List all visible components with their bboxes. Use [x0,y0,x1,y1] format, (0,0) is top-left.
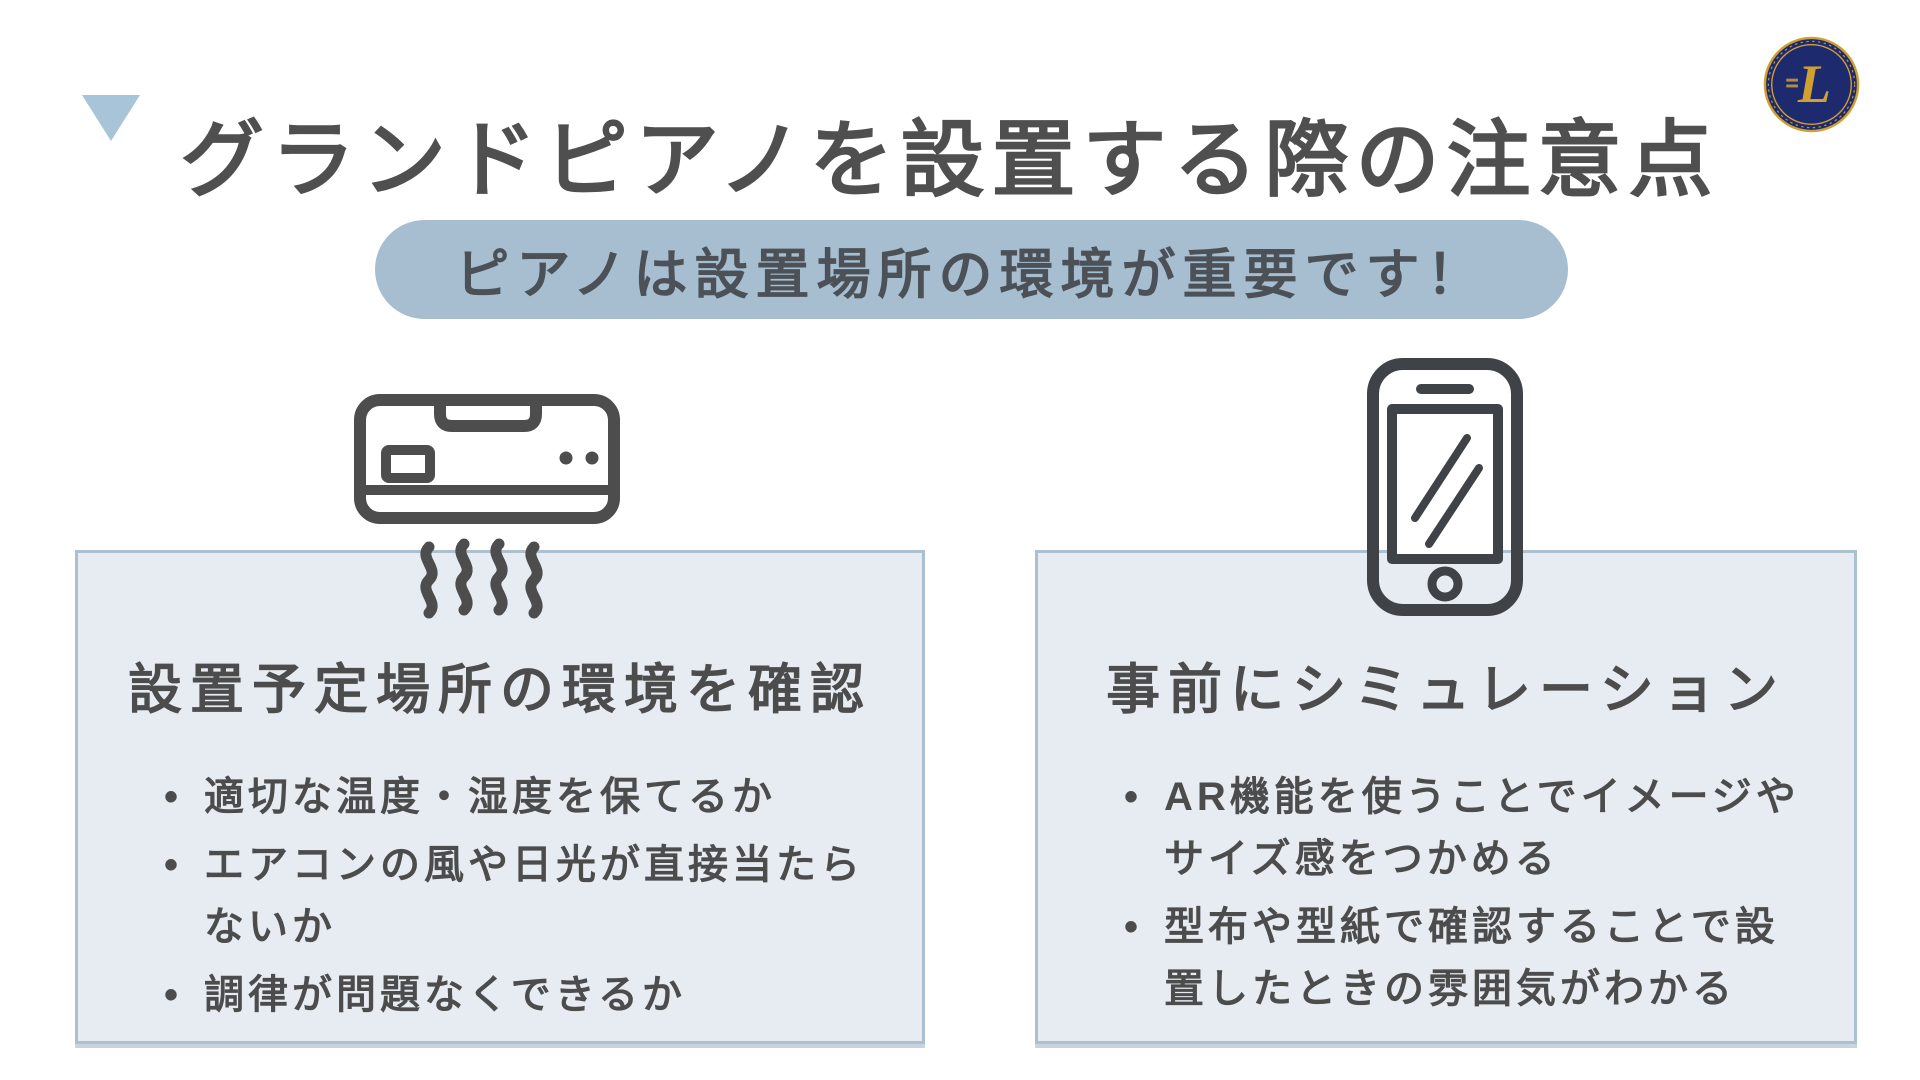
bullet-item: 適切な温度・湿度を保てるか [160,766,882,828]
triangle-down-icon [82,95,140,141]
bullet-item: 調律が問題なくできるか [160,964,882,1026]
bullet-list: 適切な温度・湿度を保てるか エアコンの風や日光が直接当たらないか 調律が問題なく… [78,766,922,1026]
card-environment-check: 設置予定場所の環境を確認 適切な温度・湿度を保てるか エアコンの風や日光が直接当… [75,550,925,1044]
smartphone-icon [1365,356,1525,618]
card-simulation: 事前にシミュレーション AR機能を使うことでイメージやサイズ感をつかめる 型布や… [1035,550,1857,1044]
air-conditioner-icon [352,392,624,622]
card-heading: 事前にシミュレーション [1106,660,1786,720]
card-heading: 設置予定場所の環境を確認 [128,660,872,720]
brand-logo: L [1763,36,1860,133]
piano-brand-badge-icon: L [1763,36,1860,133]
bullet-list: AR機能を使うことでイメージやサイズ感をつかめる 型布や型紙で確認することで設置… [1038,766,1854,1020]
bullet-item: 型布や型紙で確認することで設置したときの雰囲気がわかる [1120,896,1814,1020]
key-message-banner: ピアノは設置場所の環境が重要です！ [375,220,1568,319]
bullet-item: エアコンの風や日光が直接当たらないか [160,834,882,958]
bullet-item: AR機能を使うことでイメージやサイズ感をつかめる [1120,766,1814,890]
svg-text:L: L [1797,54,1831,114]
page-title: グランドピアノを設置する際の注意点 [180,113,1720,208]
